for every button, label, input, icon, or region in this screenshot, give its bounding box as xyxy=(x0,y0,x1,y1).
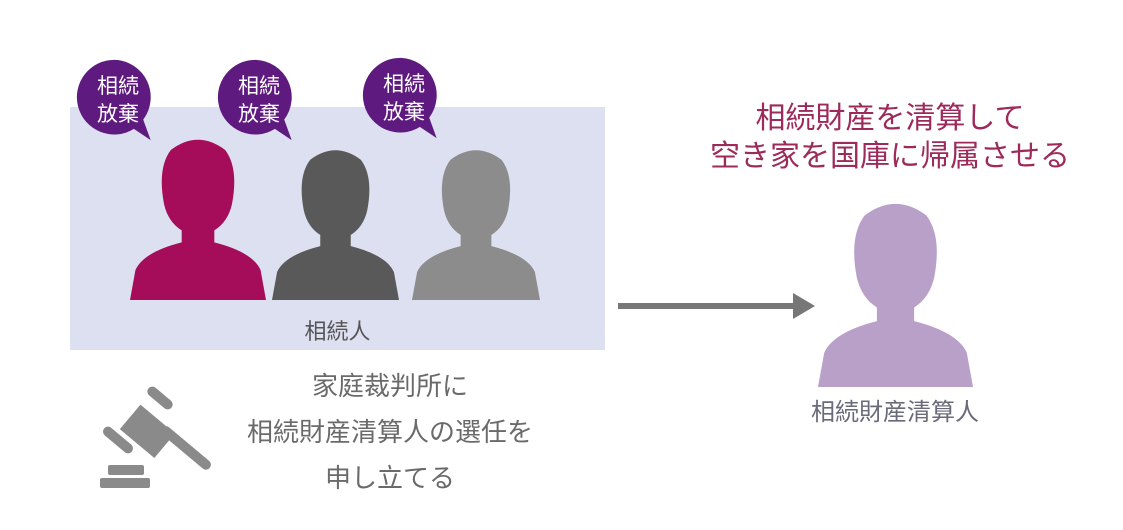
goal-line-1: 相続財産を清算して xyxy=(755,101,1025,136)
renunciation-bubble-3: 相続放棄 xyxy=(362,56,446,144)
administrator-label: 相続財産清算人 xyxy=(811,398,979,426)
heir-person-icon-2 xyxy=(272,150,399,300)
bubble-line-1: 相続 xyxy=(238,74,280,98)
heirs-label: 相続人 xyxy=(304,320,371,345)
petition-text: 家庭裁判所に 相続財産清算人の選任を 申し立てる xyxy=(200,364,580,502)
bubble-line-1: 相続 xyxy=(383,72,425,96)
petition-line-2: 相続財産清算人の選任を xyxy=(246,418,533,448)
petition-line-3: 申し立てる xyxy=(324,464,455,494)
goal-heading: 相続財産を清算して 空き家を国庫に帰属させる xyxy=(650,100,1123,176)
bubble-line-2: 放棄 xyxy=(383,100,425,124)
heir-person-icon-3 xyxy=(412,150,540,300)
arrow-right-icon xyxy=(618,293,815,319)
renunciation-bubble-2: 相続放棄 xyxy=(217,58,301,146)
administrator-person-icon xyxy=(818,203,973,387)
gavel-icon xyxy=(100,386,211,488)
renunciation-bubble-1: 相続放棄 xyxy=(76,58,160,146)
heir-person-icon-1 xyxy=(130,139,266,300)
goal-line-2: 空き家を国庫に帰属させる xyxy=(710,139,1070,174)
bubble-line-2: 放棄 xyxy=(238,102,280,126)
bubble-line-1: 相続 xyxy=(97,74,139,98)
bubble-line-2: 放棄 xyxy=(97,102,139,126)
petition-line-1: 家庭裁判所に xyxy=(311,372,468,402)
